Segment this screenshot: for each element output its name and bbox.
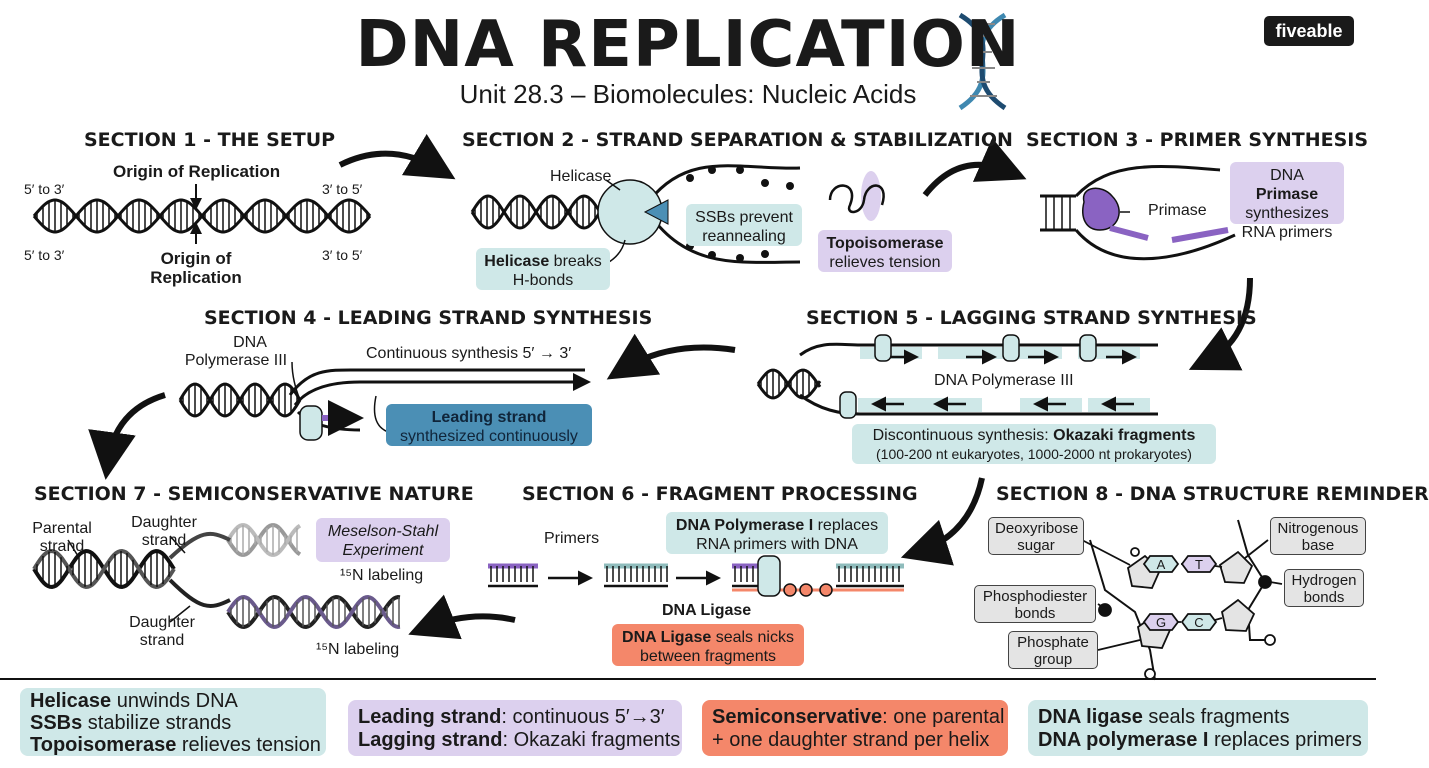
primase-fork-diagram bbox=[1040, 165, 1236, 261]
dna-structure-diagram bbox=[1081, 519, 1283, 681]
n15-label-top: ¹⁵N labeling bbox=[340, 567, 424, 584]
lagging-strand-diagram bbox=[756, 334, 1158, 419]
footer-box-strands: Leading strand: continuous 5′→3′ Lagging… bbox=[348, 700, 682, 756]
primers-label: Primers bbox=[544, 530, 600, 547]
helicase-label: Helicase bbox=[550, 168, 612, 185]
dna-helix-icon bbox=[958, 12, 1007, 111]
flow-arrow-1-2 bbox=[338, 133, 456, 180]
section-5-heading: SECTION 5 - LAGGING STRAND SYNTHESIS bbox=[806, 307, 1257, 329]
diagram-canvas bbox=[0, 12, 1376, 681]
footer-box-helicase: Helicase unwinds DNA SSBs stabilize stra… bbox=[20, 688, 326, 756]
ssb-dots bbox=[686, 166, 794, 262]
ligase-info-box: DNA Ligase seals nicks between fragments bbox=[612, 624, 804, 666]
okazaki-info-box: Discontinuous synthesis: Okazaki fragmen… bbox=[852, 424, 1216, 464]
origin-label-bottom-2: Replication bbox=[150, 268, 242, 287]
polymerase-iii-enzyme bbox=[839, 391, 857, 419]
base-t-label: T bbox=[1195, 557, 1203, 572]
parental-strand-label-2: strand bbox=[39, 538, 85, 555]
footer-box-ligase: DNA ligase seals fragments DNA polymeras… bbox=[1028, 700, 1368, 756]
flow-arrow-3-5 bbox=[1188, 277, 1253, 371]
setup-dna-helix bbox=[32, 198, 372, 234]
base-g-label: G bbox=[1155, 615, 1167, 630]
flow-arrow-5-6 bbox=[900, 477, 985, 566]
topoisomerase-coil-icon bbox=[828, 171, 885, 221]
section-6-heading: SECTION 6 - FRAGMENT PROCESSING bbox=[522, 483, 918, 505]
section-8-heading: SECTION 8 - DNA STRUCTURE REMINDER bbox=[996, 483, 1429, 505]
strand-direction-bottom-left: 5′ to 3′ bbox=[24, 247, 65, 263]
n15-label-bottom: ¹⁵N labeling bbox=[316, 641, 400, 658]
strand-direction-bottom-right: 3′ to 5′ bbox=[322, 247, 363, 263]
base-a-label: A bbox=[1156, 557, 1166, 572]
flow-arrow-5-4 bbox=[606, 333, 736, 380]
strand-direction-top-right: 3′ to 5′ bbox=[322, 181, 363, 197]
lagging-polymerase-label: DNA Polymerase III bbox=[934, 372, 1074, 389]
strand-direction-top-left: 5′ to 3′ bbox=[24, 181, 65, 197]
polymerase-label-1: DNA bbox=[233, 334, 267, 351]
semiconservative-diagram bbox=[32, 523, 401, 630]
section-3-heading: SECTION 3 - PRIMER SYNTHESIS bbox=[1026, 129, 1369, 151]
polymerase-iii-enzyme bbox=[874, 334, 892, 362]
polymerase-iii-enzyme bbox=[1079, 334, 1097, 362]
primase-label: Primase bbox=[1148, 202, 1207, 219]
section-2-heading: SECTION 2 - STRAND SEPARATION & STABILIZ… bbox=[462, 129, 1013, 151]
continuous-synthesis-label: Continuous synthesis 5′ → 3′ bbox=[366, 345, 572, 362]
base-c-label: C bbox=[1194, 615, 1204, 630]
fragment-processing-diagram bbox=[488, 555, 904, 597]
helicase-info-box: Helicase breaks H-bonds bbox=[476, 248, 610, 290]
flow-arrow-4-7 bbox=[88, 392, 166, 480]
polymerase-iii-enzyme bbox=[299, 405, 323, 441]
section-7-heading: SECTION 7 - SEMICONSERVATIVE NATURE bbox=[34, 483, 474, 505]
primase-enzyme bbox=[1082, 187, 1120, 231]
polymerase-i-info-box: DNA Polymerase I replaces RNA primers wi… bbox=[666, 512, 888, 554]
helicase-fork-diagram bbox=[470, 164, 801, 271]
footer-box-semiconservative: Semiconservative: one parental + one dau… bbox=[702, 700, 1008, 756]
flow-arrow-2-3 bbox=[922, 137, 1027, 197]
polymerase-iii-enzyme bbox=[1002, 334, 1020, 362]
polymerase-label-2: Polymerase III bbox=[184, 352, 288, 369]
origin-label-bottom-1: Origin of bbox=[160, 249, 232, 268]
daughter-strand-bottom-label-2: strand bbox=[139, 632, 185, 649]
flow-arrow-6-7 bbox=[408, 594, 516, 640]
dna-ligase-label: DNA Ligase bbox=[662, 602, 752, 619]
parental-strand-label-1: Parental bbox=[32, 520, 92, 537]
leading-strand-diagram bbox=[178, 361, 591, 441]
section-1-heading: SECTION 1 - THE SETUP bbox=[84, 129, 336, 151]
section-4-heading: SECTION 4 - LEADING STRAND SYNTHESIS bbox=[204, 307, 653, 329]
page-title: DNA REPLICATION bbox=[355, 8, 1021, 82]
page-subtitle: Unit 28.3 – Biomolecules: Nucleic Acids bbox=[459, 79, 917, 109]
daughter-strand-top-label-1: Daughter bbox=[131, 514, 197, 531]
fiveable-logo: fiveable bbox=[1264, 16, 1354, 46]
daughter-strand-top-label-2: strand bbox=[141, 532, 187, 549]
daughter-strand-bottom-label-1: Daughter bbox=[129, 614, 195, 631]
origin-label-top: Origin of Replication bbox=[113, 162, 281, 181]
